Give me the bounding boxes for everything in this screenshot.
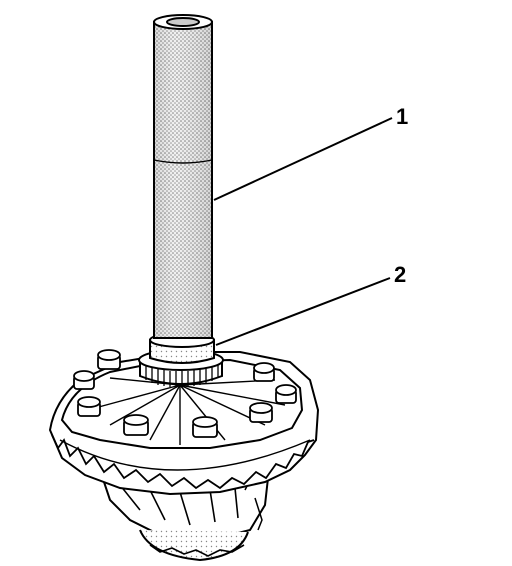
bolt-3 [77,396,101,417]
bolt-6 [249,402,273,423]
leader-line-1 [213,117,393,201]
callout-1-label: 1 [396,104,408,129]
ring-gear-face [60,358,304,449]
leader-line-2 [215,277,391,346]
callout-2-label: 2 [394,262,406,287]
callout-leaders [213,117,393,346]
bolt-5 [192,416,218,438]
bolt-4 [123,414,149,436]
bolt-2 [73,370,95,390]
bolt-7 [275,384,297,404]
ring-gear-bolts [73,349,297,438]
bolt-1 [97,349,121,370]
bearing-installer-shaft [153,14,213,339]
side-bearing [138,332,224,388]
bolt-8 [253,362,275,382]
